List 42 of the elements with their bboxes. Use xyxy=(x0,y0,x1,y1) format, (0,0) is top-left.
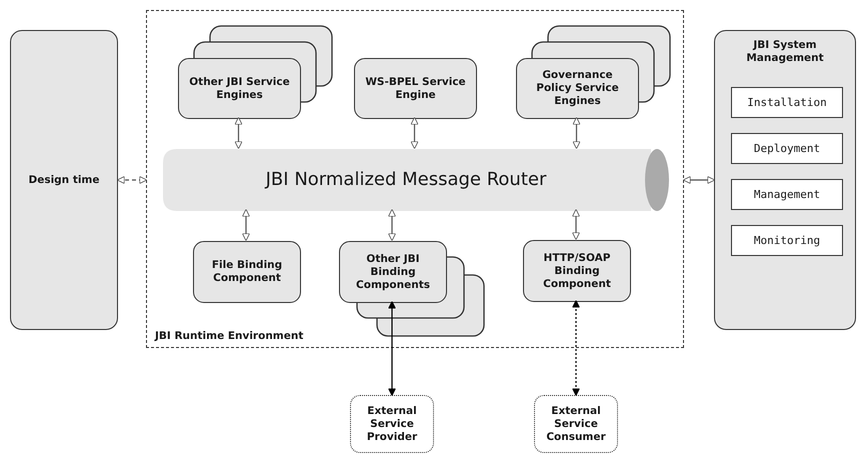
component-box xyxy=(178,58,301,119)
arrow xyxy=(572,208,580,240)
function-box xyxy=(731,225,843,256)
external-service-box xyxy=(534,395,618,453)
design-time-panel xyxy=(10,30,118,330)
component-box xyxy=(516,58,639,119)
box-label: WS-BPEL Service Engine xyxy=(364,76,467,102)
component-box xyxy=(339,241,447,303)
system-management-panel xyxy=(714,30,856,330)
arrow xyxy=(242,208,250,242)
arrow xyxy=(234,116,242,150)
arrow xyxy=(116,176,148,184)
box-label: File Binding Component xyxy=(210,259,284,285)
box-label: External Service Provider xyxy=(366,404,418,444)
function-label: Monitoring xyxy=(754,234,820,247)
component-box xyxy=(523,240,631,302)
box-label: External Service Consumer xyxy=(545,404,607,444)
arrow xyxy=(410,116,418,150)
function-box xyxy=(731,133,843,164)
external-service-box xyxy=(350,395,434,453)
router-label: JBI Normalized Message Router xyxy=(266,169,546,191)
box-label: Other JBI Service Engines xyxy=(188,76,291,102)
message-router-cylinder xyxy=(163,149,669,211)
panel-heading: JBI System Management xyxy=(745,39,825,65)
function-label: Deployment xyxy=(754,142,820,155)
function-label: Management xyxy=(754,188,820,201)
box-label: Other JBI Binding Components xyxy=(355,252,431,292)
box-label: Governance Policy Service Engines xyxy=(535,69,620,108)
arrow xyxy=(682,176,716,184)
arrow xyxy=(572,300,580,396)
box-label: HTTP/SOAP Binding Component xyxy=(542,252,612,290)
box-label: Design time xyxy=(28,174,100,186)
function-box xyxy=(731,179,843,210)
function-box xyxy=(731,87,843,118)
component-box xyxy=(193,241,301,303)
function-label: Installation xyxy=(747,96,827,109)
arrow xyxy=(388,208,396,242)
arrow xyxy=(388,300,396,396)
arrow xyxy=(572,116,580,150)
component-box xyxy=(354,58,477,119)
runtime-environment-frame xyxy=(146,10,684,348)
environment-heading: JBI Runtime Environment xyxy=(155,330,304,343)
